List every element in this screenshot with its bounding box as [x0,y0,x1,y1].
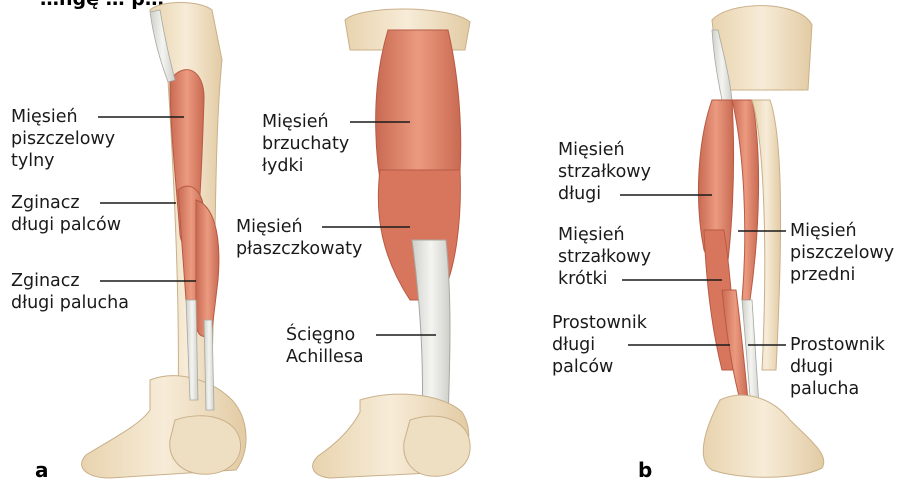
label-flexor-digitorum-longus: Zginacz długi palców [11,192,121,236]
heel-bone [170,416,241,474]
tibialis-anterior-muscle [732,100,759,300]
label-extensor-digitorum-longus: Prostownik długi palców [552,312,647,378]
achilles-tendon [412,240,450,420]
label-peroneus-brevis: Mięsień strzałkowy krótki [558,224,651,290]
label-extensor-hallucis-longus: Prostownik długi palucha [790,334,885,400]
panel-label-b: b [638,458,652,482]
label-flexor-hallucis-longus: Zginacz długi palucha [11,270,129,314]
tendon-strip [204,320,214,410]
label-tibialis-posterior: Mięsień piszczelowy tylny [11,106,115,172]
label-soleus: Mięsień płaszczkowaty [236,216,362,260]
foot-bone [703,395,824,477]
leg-deep-posterior [82,3,246,479]
label-tibialis-anterior: Mięsień piszczelowy przedni [790,220,894,286]
label-peroneus-longus: Mięsień strzałkowy długi [558,139,651,205]
heel-bone [404,416,470,476]
panel-label-a: a [35,458,49,482]
label-gastrocnemius: Mięsień brzuchaty łydki [262,111,349,177]
label-achilles: Ścięgno Achillesa [286,324,364,368]
